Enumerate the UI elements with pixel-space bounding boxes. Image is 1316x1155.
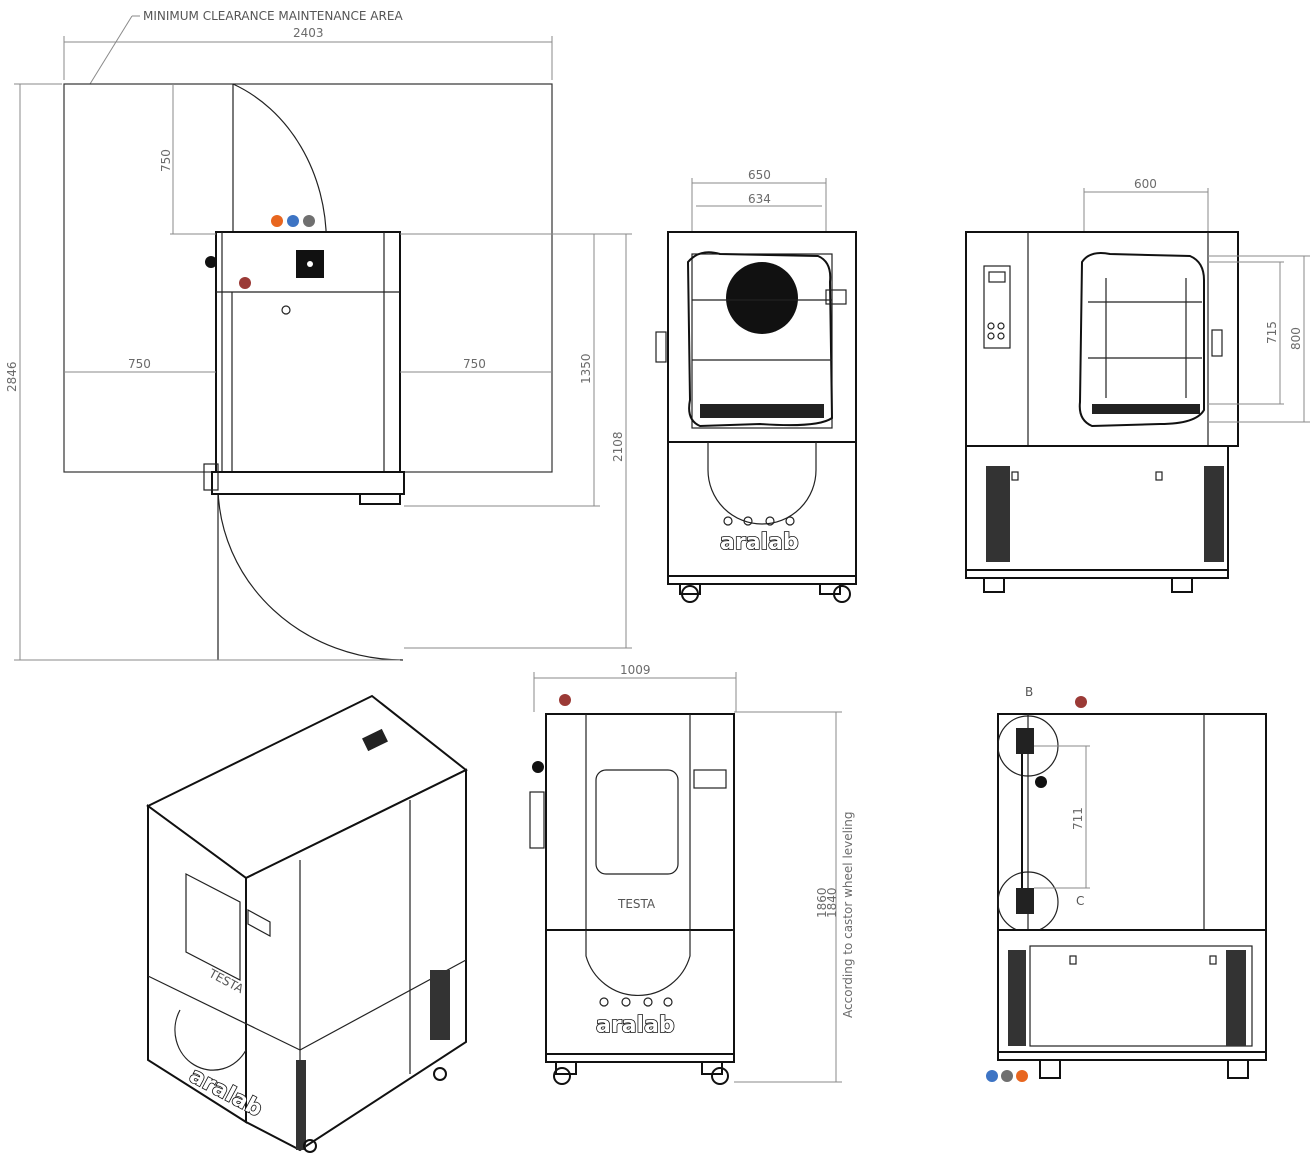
dim-chamber-depth: 1350: [579, 353, 593, 384]
leveling-note: According to castor wheel leveling: [841, 811, 855, 1018]
dim-hinge-distance: 711: [1071, 807, 1085, 830]
detail-b-label: B: [1025, 685, 1033, 699]
detail-c-label: C: [1076, 894, 1084, 908]
dim-rear-clearance: 750: [159, 149, 173, 172]
dim-depth-total: 2846: [5, 361, 19, 392]
dim-height-a: 1860: [815, 887, 829, 918]
marker-orange: [271, 215, 283, 227]
dim-front-inner: 634: [748, 192, 771, 206]
dim-width-total: 2403: [293, 26, 324, 40]
clearance-label: MINIMUM CLEARANCE MAINTENANCE AREA: [143, 9, 403, 23]
marker-red-hinge: [1075, 696, 1087, 708]
side-brand: aralab: [596, 1013, 675, 1038]
front-brand: aralab: [720, 530, 799, 555]
fan-icon: [726, 262, 798, 334]
marker-black-hinge: [1035, 776, 1047, 788]
top-view: MINIMUM CLEARANCE MAINTENANCE AREA 2403 …: [5, 9, 632, 661]
marker-black-side: [532, 761, 544, 773]
marker-blue-hinge: [986, 1070, 998, 1082]
dim-right-clearance: 750: [463, 357, 486, 371]
open-view: 600 715 800: [965, 177, 1310, 593]
dim-depth-with-door: 2108: [611, 431, 625, 462]
dim-front-outer: 650: [748, 168, 771, 182]
dim-side-depth: 1009: [620, 663, 651, 677]
dim-inner-height: 715: [1265, 321, 1279, 344]
side-view: 1009 TESTA aralab 1860 1840 According to…: [529, 663, 855, 1085]
side-window-label: TESTA: [617, 897, 656, 911]
control-panel: [983, 265, 1011, 349]
marker-blue: [287, 215, 299, 227]
dim-height-b: 1840: [825, 887, 839, 918]
marker-orange-hinge: [1016, 1070, 1028, 1082]
hinge-chamber: [997, 713, 1267, 931]
iso-view: TESTA aralab: [146, 694, 468, 1153]
dim-shelf-width: 600: [1134, 177, 1157, 191]
hinge-view: B C 711: [986, 685, 1267, 1082]
marker-gray-hinge: [1001, 1070, 1013, 1082]
marker-red-side: [559, 694, 571, 706]
dim-left-clearance: 750: [128, 357, 151, 371]
dim-door-height: 800: [1289, 327, 1303, 350]
side-chamber: [545, 713, 735, 931]
marker-black: [205, 256, 217, 268]
marker-red: [239, 277, 251, 289]
marker-gray: [303, 215, 315, 227]
front-view: 650 634 aralab: [655, 168, 857, 603]
door-swing-arc-bottom: [217, 487, 404, 661]
